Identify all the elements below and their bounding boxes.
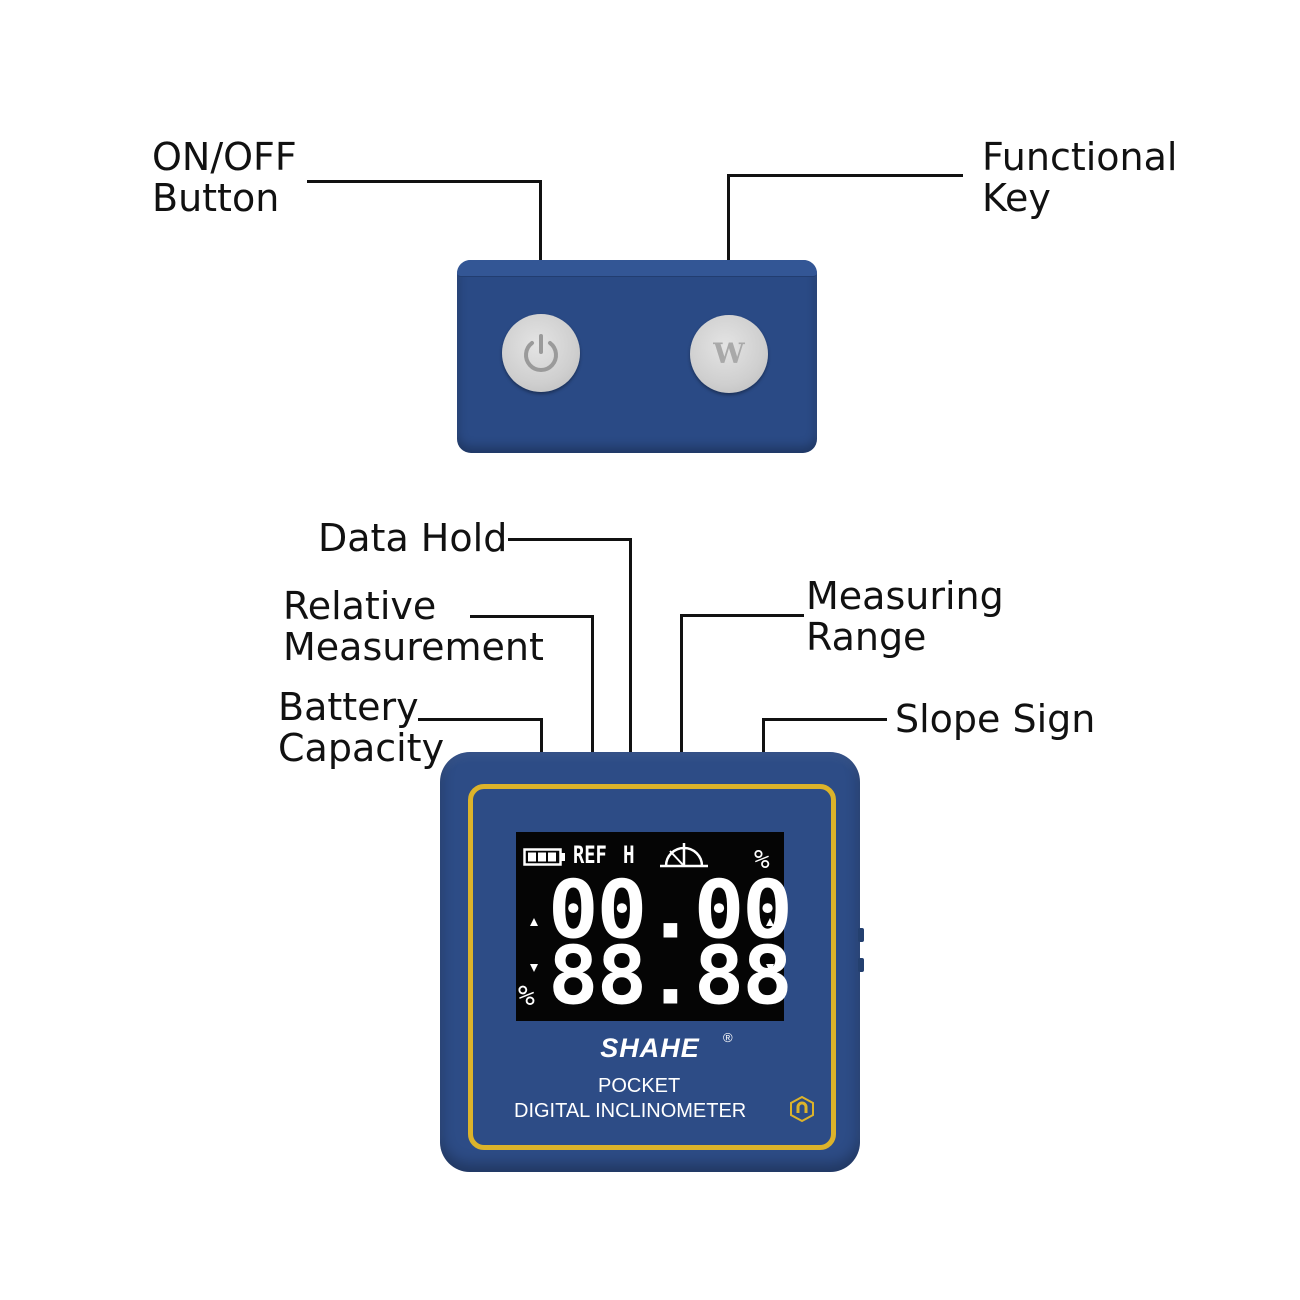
label-line: Data Hold [318, 516, 508, 560]
leader-line [680, 614, 804, 617]
up-arrow-icon [766, 918, 774, 926]
battery-capacity-label: Battery Capacity [278, 687, 444, 769]
lcd-display: REF H % % 00.00 88.88 [516, 832, 793, 1021]
side-button-nub [858, 928, 864, 942]
label-line: Measurement [283, 625, 544, 669]
label-line: Measuring [806, 574, 1004, 618]
label-line: Range [806, 615, 927, 659]
relative-measurement-label: Relative Measurement [283, 586, 544, 668]
reading-row-2: 88.88 [548, 929, 793, 1023]
on-off-button-label: ON/OFF Button [152, 137, 297, 219]
data-hold-label: Data Hold [318, 518, 507, 559]
label-line: Functional [982, 135, 1178, 179]
power-icon [524, 334, 558, 372]
leader-line [629, 538, 632, 828]
percent-left-indicator: % [518, 979, 535, 1012]
hold-indicator: H [623, 841, 635, 869]
label-line: Battery [278, 685, 419, 729]
registered-mark: ® [723, 1030, 733, 1045]
down-arrow-icon [530, 964, 538, 972]
slope-sign-label: Slope Sign [895, 699, 1095, 740]
leader-line [470, 615, 594, 618]
functional-key-label: Functional Key [982, 137, 1177, 219]
leader-line [762, 718, 887, 721]
battery-icon [523, 848, 565, 866]
label-line: Relative [283, 584, 437, 628]
label-line: Key [982, 176, 1051, 220]
label-line: Capacity [278, 726, 445, 770]
ref-indicator: REF [573, 841, 607, 869]
product-line-2: DIGITAL INCLINOMETER [514, 1100, 747, 1122]
leader-line [591, 615, 594, 828]
slope-percent-indicator: % [754, 845, 770, 875]
label-line: Button [152, 176, 280, 220]
leader-line [727, 174, 963, 177]
leader-line [680, 614, 683, 828]
leader-line [539, 180, 542, 320]
power-button[interactable] [502, 314, 580, 392]
protractor-icon [660, 843, 708, 868]
up-arrow-icon [530, 918, 538, 926]
w-letter: W [713, 337, 745, 370]
leader-line [307, 180, 542, 183]
measuring-range-label: Measuring Range [806, 576, 1004, 658]
inclinometer-front-view: REF H % % 00.00 88.88 SHAHE ® POCKET DIG… [440, 752, 860, 1172]
down-arrow-icon [766, 964, 774, 972]
reading-row-1: 00.00 [548, 863, 793, 957]
leader-line [508, 538, 632, 541]
brand-logo: SHAHE [600, 1033, 700, 1063]
product-line-1: POCKET [598, 1075, 681, 1097]
leader-line [727, 174, 730, 320]
side-button-nub [858, 958, 864, 972]
magnet-icon [790, 1096, 814, 1122]
inclinometer-top-view: W [457, 260, 817, 453]
device-lid-edge [457, 260, 817, 277]
function-key-button[interactable]: W [690, 315, 768, 393]
label-line: Slope Sign [895, 697, 1096, 741]
leader-line [418, 718, 543, 721]
label-line: ON/OFF [152, 135, 297, 179]
yellow-frame [468, 784, 836, 1150]
